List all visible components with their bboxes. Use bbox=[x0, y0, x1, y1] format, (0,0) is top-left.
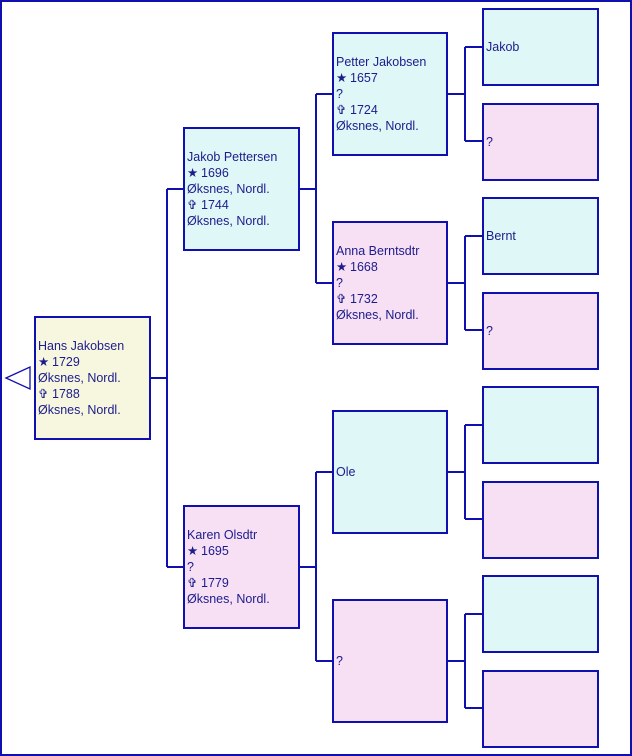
person-name: Anna Berntsdtr bbox=[336, 244, 420, 258]
death-year-value: 1788 bbox=[52, 387, 80, 401]
birth-year-value: 1657 bbox=[350, 71, 378, 85]
birth-year: ★1657 bbox=[336, 70, 446, 86]
person-name: Jakob Pettersen bbox=[187, 150, 278, 164]
birth-place: ? bbox=[336, 87, 343, 101]
person-name: Hans Jakobsen bbox=[38, 339, 125, 353]
birth-year-value: 1668 bbox=[350, 260, 378, 274]
birth-star-icon: ★ bbox=[187, 166, 199, 180]
death-year: ✞1724 bbox=[336, 102, 446, 118]
person-box-ffm[interactable]: ? bbox=[482, 103, 599, 181]
birth-star-icon: ★ bbox=[336, 71, 348, 85]
death-place: Øksnes, Nordl. bbox=[187, 214, 270, 228]
death-cross-icon: ✞ bbox=[187, 198, 198, 212]
birth-place: ? bbox=[336, 276, 343, 290]
death-place: Øksnes, Nordl. bbox=[336, 119, 419, 133]
person-box-mmf[interactable] bbox=[482, 575, 599, 653]
person-name: ? bbox=[486, 135, 493, 149]
person-name: Jakob bbox=[486, 40, 520, 54]
death-year: ✞1779 bbox=[187, 575, 298, 591]
person-name: Petter Jakobsen bbox=[336, 55, 427, 69]
death-cross-icon: ✞ bbox=[336, 292, 347, 306]
death-year: ✞1744 bbox=[187, 197, 298, 213]
person-box-fmm[interactable]: ? bbox=[482, 292, 599, 370]
death-year-value: 1732 bbox=[350, 292, 378, 306]
person-name: ? bbox=[486, 324, 493, 338]
person-box-mfm[interactable] bbox=[482, 481, 599, 559]
death-place: Øksnes, Nordl. bbox=[38, 403, 121, 417]
death-cross-icon: ✞ bbox=[336, 103, 347, 117]
birth-year-value: 1695 bbox=[201, 544, 229, 558]
person-name: Ole bbox=[336, 465, 356, 479]
birth-year: ★1668 bbox=[336, 259, 446, 275]
death-year: ✞1788 bbox=[38, 386, 149, 402]
person-name: Bernt bbox=[486, 229, 516, 243]
death-place: Øksnes, Nordl. bbox=[187, 592, 270, 606]
death-cross-icon: ✞ bbox=[187, 576, 198, 590]
person-box-mf[interactable]: Ole bbox=[332, 410, 448, 534]
death-year-value: 1779 bbox=[201, 576, 229, 590]
person-box-fmf[interactable]: Bernt bbox=[482, 197, 599, 275]
death-year: ✞1732 bbox=[336, 291, 446, 307]
birth-year: ★1695 bbox=[187, 543, 298, 559]
death-year-value: 1744 bbox=[201, 198, 229, 212]
person-box-fff[interactable]: Jakob bbox=[482, 8, 599, 86]
birth-place: Øksnes, Nordl. bbox=[38, 371, 121, 385]
birth-place: Øksnes, Nordl. bbox=[187, 182, 270, 196]
back-arrow-icon[interactable] bbox=[4, 365, 32, 391]
death-year-value: 1724 bbox=[350, 103, 378, 117]
birth-year: ★1696 bbox=[187, 165, 298, 181]
death-place: Øksnes, Nordl. bbox=[336, 308, 419, 322]
birth-place: ? bbox=[187, 560, 194, 574]
birth-year: ★1729 bbox=[38, 354, 149, 370]
death-cross-icon: ✞ bbox=[38, 387, 49, 401]
person-box-mm[interactable]: ? bbox=[332, 599, 448, 723]
person-name: ? bbox=[336, 654, 343, 668]
birth-star-icon: ★ bbox=[336, 260, 348, 274]
birth-year-value: 1696 bbox=[201, 166, 229, 180]
birth-star-icon: ★ bbox=[38, 355, 50, 369]
person-name: Karen Olsdtr bbox=[187, 528, 258, 542]
person-box-mff[interactable] bbox=[482, 386, 599, 464]
birth-star-icon: ★ bbox=[187, 544, 199, 558]
birth-year-value: 1729 bbox=[52, 355, 80, 369]
person-box-mmm[interactable] bbox=[482, 670, 599, 748]
